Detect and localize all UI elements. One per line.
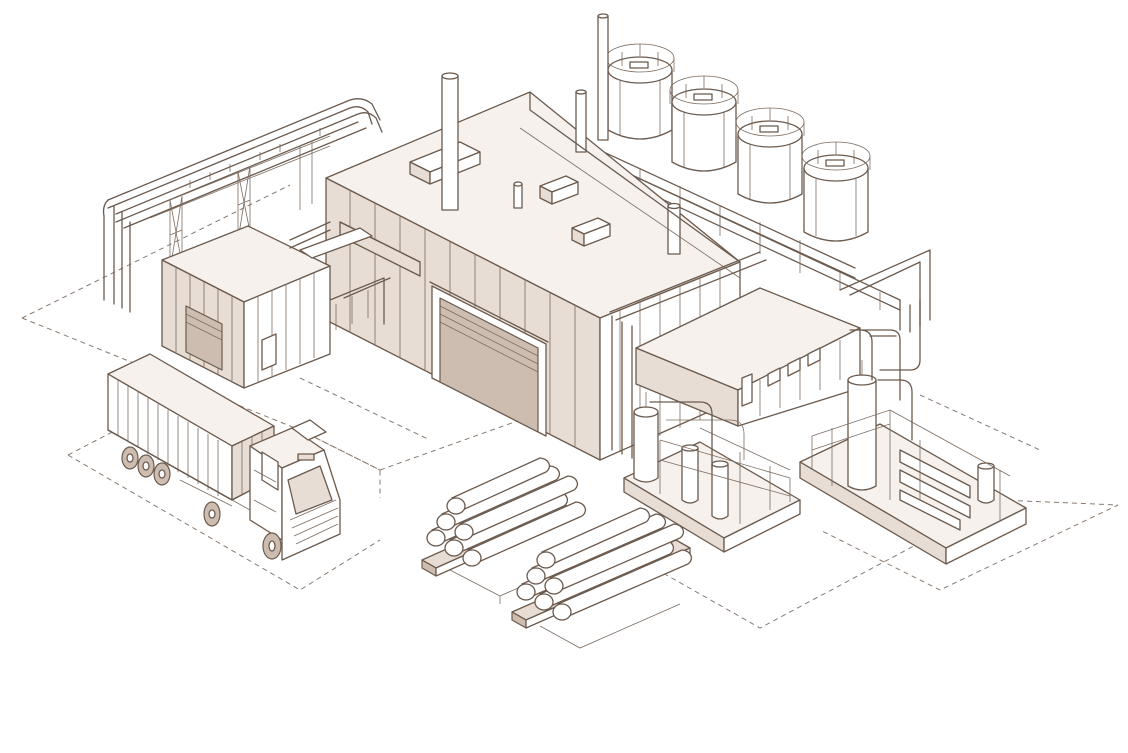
truck-cab — [249, 419, 341, 561]
storage-tank-4 — [801, 141, 871, 242]
cab-wheels — [203, 501, 282, 560]
semi-truck — [107, 353, 341, 561]
trailer-wheels — [121, 446, 171, 486]
pipe-rack-left — [102, 98, 383, 313]
main-loading-door — [429, 281, 549, 437]
right-annex-building — [609, 251, 861, 459]
connecting-pipes — [289, 221, 921, 401]
chimney-stacks — [441, 13, 681, 255]
small-building-left — [161, 225, 391, 389]
storage-tank-3 — [735, 107, 805, 204]
storage-tank-1 — [605, 43, 675, 140]
small-building-door — [185, 305, 223, 371]
pipe-bundle-1 — [421, 457, 591, 604]
annex-windows — [767, 347, 821, 387]
storage-tanks — [529, 43, 931, 333]
storage-tank-2 — [669, 75, 739, 172]
process-skid-2 — [799, 329, 1027, 565]
pipe-bundle-2 — [511, 507, 693, 649]
process-skid-1 — [623, 392, 801, 553]
